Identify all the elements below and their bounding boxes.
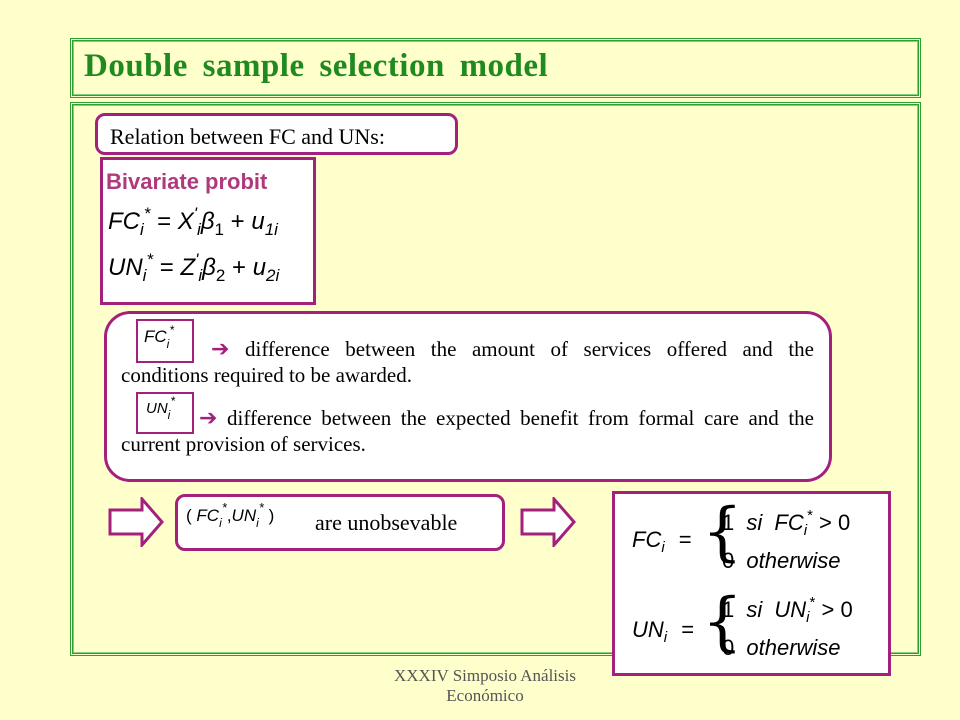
footer-line-1: XXXIV Simposio Análisis bbox=[394, 666, 576, 685]
right-arrow-icon: ➔ bbox=[211, 336, 230, 361]
content-frame bbox=[70, 102, 921, 656]
right-arrow-icon: ➔ bbox=[199, 405, 218, 430]
equation-un: UNi* = Z'iβ2 + u2i bbox=[108, 250, 280, 285]
un-case-1: 1 si UNi* > 0 bbox=[722, 594, 853, 626]
fc-case-0: 0 otherwise bbox=[722, 548, 841, 573]
indicator-box bbox=[612, 491, 891, 676]
unobservable-box bbox=[175, 494, 505, 551]
un-star-symbol: UNi* bbox=[136, 392, 194, 434]
un-brace: { bbox=[702, 585, 743, 659]
definitions-box bbox=[104, 311, 832, 482]
block-arrow-icon bbox=[520, 497, 576, 547]
un-case-0: 0 otherwise bbox=[722, 635, 841, 660]
block-arrow-icon bbox=[108, 497, 164, 547]
unobservable-pair: ( FCi*,UNi* ) bbox=[186, 500, 275, 530]
bivariate-probit-box bbox=[100, 157, 316, 305]
fc-star-symbol: FCi* bbox=[136, 319, 194, 363]
slide-title: Double sample selection model bbox=[84, 48, 549, 84]
un-indicator-lhs: UNi = bbox=[632, 617, 695, 646]
unobservable-label: are unobsevable bbox=[315, 510, 458, 535]
footer-text: XXXIV Simposio Análisis Económico bbox=[360, 666, 610, 706]
title-frame bbox=[70, 38, 921, 98]
footer-line-2: Económico bbox=[446, 686, 524, 705]
fc-case-1: 1 si FCi* > 0 bbox=[722, 507, 851, 539]
fc-brace: { bbox=[702, 495, 743, 569]
relation-label: Relation between FC and UNs: bbox=[95, 113, 458, 155]
equation-fc: FCi* = X'iβ1 + u1i bbox=[108, 204, 278, 239]
un-definition: ➔ difference between the expected benefi… bbox=[121, 405, 814, 456]
fc-definition: ➔ difference between the amount of servi… bbox=[121, 336, 815, 387]
fc-indicator-lhs: FCi = bbox=[632, 527, 692, 556]
bivariate-probit-title: Bivariate probit bbox=[106, 169, 268, 194]
